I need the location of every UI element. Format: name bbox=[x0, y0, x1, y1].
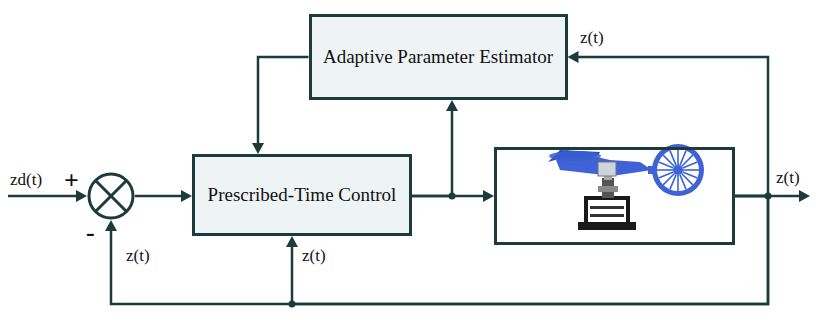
signal-arrow bbox=[252, 57, 309, 154]
box-label: Prescribed-Time Control bbox=[202, 183, 403, 207]
minus-sign: - bbox=[86, 220, 95, 246]
estimator-box: Adaptive Parameter Estimator bbox=[309, 14, 568, 100]
signal-label: z(t) bbox=[580, 28, 604, 48]
input-signal: zd(t) bbox=[10, 170, 42, 190]
signal-arrow bbox=[135, 190, 192, 202]
signal-arrow bbox=[568, 51, 769, 196]
plant-box bbox=[494, 147, 735, 245]
summing-symbol bbox=[87, 172, 135, 220]
controller-box: Prescribed-Time Control bbox=[192, 154, 412, 236]
output-signal: z(t) bbox=[776, 168, 800, 188]
signal-arrow bbox=[412, 100, 458, 196]
summing-junction bbox=[87, 172, 135, 220]
signal-label: z(t) bbox=[126, 246, 150, 266]
plus-sign: + bbox=[64, 168, 79, 194]
box-label: Adaptive Parameter Estimator bbox=[317, 45, 559, 69]
signal-label: z(t) bbox=[302, 246, 326, 266]
